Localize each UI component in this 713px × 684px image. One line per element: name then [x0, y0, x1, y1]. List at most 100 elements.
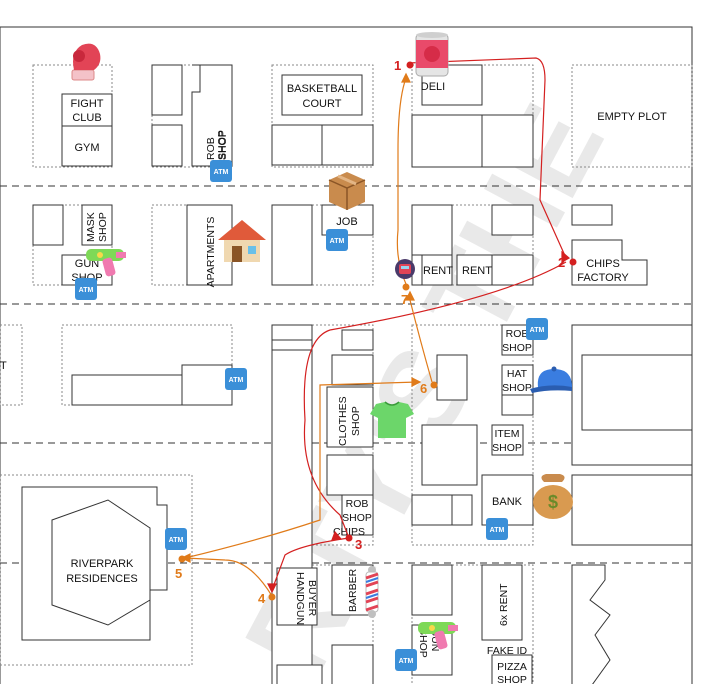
- gym-label: GYM: [74, 142, 99, 154]
- route-marker-7: 7: [401, 283, 410, 307]
- package-box-icon: [328, 172, 366, 210]
- pizza-shop-label-2: SHOP: [497, 674, 527, 684]
- tomato-can-icon: [415, 32, 449, 77]
- atm-icon: ATM: [526, 318, 548, 340]
- rent-building-2: [456, 254, 493, 286]
- atm-icon: ATM: [225, 368, 247, 390]
- svg-text:ATM: ATM: [330, 238, 345, 245]
- buildings: [21, 64, 693, 684]
- clothes-shop-label-2: SHOP: [350, 406, 362, 436]
- svg-text:ATM: ATM: [530, 327, 545, 334]
- mask-shop-building: [81, 204, 113, 246]
- svg-text:7: 7: [401, 292, 408, 307]
- house-icon: [218, 220, 266, 262]
- route-marker-3: 3: [345, 534, 362, 552]
- chips-factory-label: CHIPS: [586, 258, 620, 270]
- rob-shop-mid-label-2: SHOP: [502, 342, 532, 354]
- rent-building-1: [421, 254, 453, 286]
- atm-icon: ATM: [75, 278, 97, 300]
- svg-text:5: 5: [175, 566, 182, 581]
- money-bag-icon: $: [533, 474, 573, 519]
- rent-label-2: RENT: [462, 265, 492, 277]
- chips-factory-label-2: FACTORY: [577, 272, 629, 284]
- rob-shop-top-label-3: SHOP: [216, 130, 228, 160]
- route-marker-4: 4: [258, 591, 276, 606]
- svg-text:6: 6: [420, 381, 427, 396]
- svg-text:ATM: ATM: [79, 287, 94, 294]
- rob-shop-chips-label-2: SHOP: [342, 512, 372, 524]
- handgun-buyer-label-2: BUYER: [306, 580, 318, 617]
- item-shop-label: ITEM: [494, 428, 519, 440]
- gun-shop-bottom-label-2: SHOP: [417, 628, 429, 658]
- pizza-shop-building: [491, 654, 533, 684]
- left-edge-label: T: [0, 360, 7, 372]
- riverpark-label-2: RESIDENCES: [66, 573, 138, 585]
- svg-text:3: 3: [355, 537, 362, 552]
- item-shop-label-2: SHOP: [492, 442, 522, 454]
- rob-shop-chips-label-3: CHIPS: [333, 526, 365, 538]
- rob-shop-chips-building: [341, 494, 374, 536]
- fight-club-label-2: CLUB: [72, 112, 101, 124]
- gym-building: [61, 125, 113, 167]
- job-label: JOB: [336, 216, 357, 228]
- svg-text:ATM: ATM: [490, 527, 505, 534]
- chips-factory-building: [571, 239, 648, 286]
- svg-text:ATM: ATM: [214, 169, 229, 176]
- bus-stop-icon: [395, 259, 415, 279]
- boxing-glove-icon: [71, 43, 101, 81]
- rent-6x-building: [481, 564, 523, 641]
- handgun-buyer-building: [276, 567, 318, 626]
- basketball-court-label: BASKETBALL: [287, 83, 357, 95]
- barber-pole-icon: [365, 566, 379, 618]
- place-labels: FIGHT CLUB GYM ROB SHOP SHOP BASKETBALL …: [0, 81, 667, 684]
- hat-shop-label: HAT: [507, 368, 528, 380]
- clothes-shop-building: [326, 386, 374, 448]
- route-marker-6: 6: [420, 381, 438, 396]
- pizza-shop-label: PIZZA: [497, 661, 527, 673]
- basketball-court-label-2: COURT: [303, 98, 342, 110]
- cap-icon: [530, 366, 572, 393]
- bank-building: [481, 474, 534, 526]
- svg-text:ATM: ATM: [229, 377, 244, 384]
- barber-label: BARBER: [347, 568, 359, 612]
- svg-text:4: 4: [258, 591, 266, 606]
- mask-shop-label-2: SHOP: [97, 212, 109, 242]
- water-gun-icon: [418, 622, 458, 650]
- atm-icon: ATM: [165, 528, 187, 550]
- svg-text:$: $: [548, 492, 558, 512]
- svg-text:ATM: ATM: [169, 537, 184, 544]
- empty-plot-label: EMPTY PLOT: [597, 111, 667, 123]
- basketball-court-building: [281, 74, 363, 116]
- route-marker-2: 2: [558, 255, 577, 270]
- fight-club-label: FIGHT: [71, 98, 104, 110]
- fake-id-label: FAKE ID: [487, 645, 528, 657]
- apartments-label: APARTMENTS: [205, 217, 217, 288]
- rent-6x-label: 6x RENT: [498, 583, 510, 626]
- route-orange: [180, 72, 433, 597]
- t-shirt-icon: [370, 401, 414, 438]
- atms: ATM ATM ATM ATM ATM ATM ATM ATM: [75, 160, 548, 671]
- svg-text:2: 2: [558, 255, 565, 270]
- deli-label: DELI: [421, 81, 445, 93]
- route-marker-5: 5: [175, 555, 186, 581]
- svg-text:ATM: ATM: [399, 658, 414, 665]
- mask-shop-label: MASK: [85, 212, 97, 242]
- atm-icon: ATM: [326, 229, 348, 251]
- route-marker-1: 1: [394, 58, 414, 73]
- rob-shop-chips-label: ROB: [346, 498, 369, 510]
- item-shop-building: [491, 424, 524, 456]
- atm-icon: ATM: [486, 518, 508, 540]
- water-gun-icon: [86, 249, 126, 277]
- riverpark-label: RIVERPARK: [71, 558, 134, 570]
- rent-label-1: RENT: [423, 265, 453, 277]
- rob-shop-top-label-2: SHOP: [217, 130, 229, 160]
- svg-text:1: 1: [394, 58, 401, 73]
- route-red: [267, 57, 571, 594]
- route-markers: 1 2 3 4 5 6 7: [175, 58, 577, 606]
- rob-shop-mid-label: ROB: [506, 328, 529, 340]
- hat-shop-building: [501, 364, 534, 396]
- atm-icon: ATM: [210, 160, 232, 182]
- handgun-buyer-label: HANDGUN: [294, 572, 306, 625]
- fight-club-building: [61, 93, 113, 127]
